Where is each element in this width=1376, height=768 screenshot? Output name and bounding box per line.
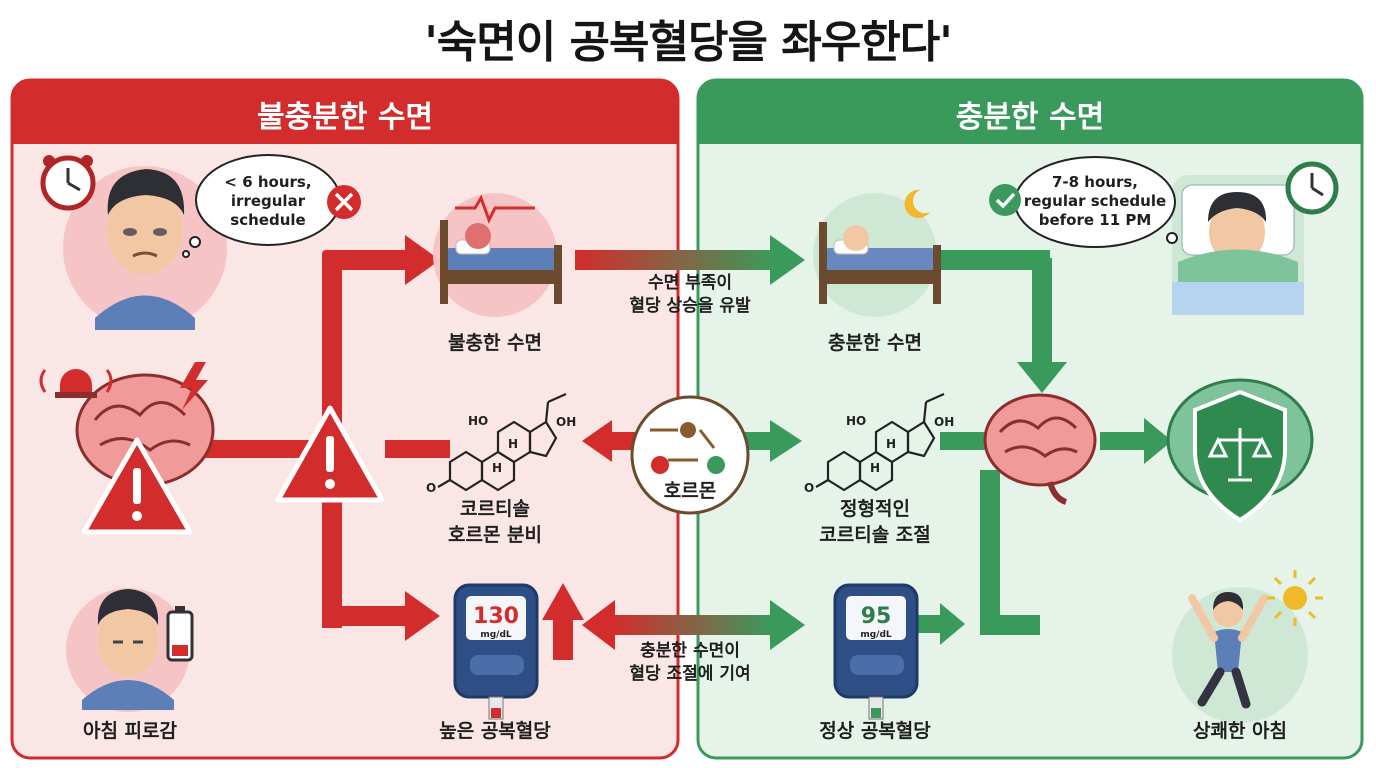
restless-sleep-illustration	[433, 193, 562, 317]
molecule-label-oh: OH	[556, 415, 576, 429]
lightning-icon	[180, 362, 208, 410]
check-mark-icon	[989, 184, 1021, 216]
right-glucose-label: 정상 공복혈당	[819, 720, 931, 742]
middle-arrows	[582, 420, 802, 462]
molecule-label-o: O	[804, 481, 814, 495]
top-arrow-caption: 수면 부족이 혈당 상승을 유발	[629, 273, 751, 316]
cortisol-molecule-icon	[815, 392, 945, 492]
right-glucose-unit: mg/dL	[860, 630, 892, 640]
warning-icon	[81, 437, 193, 535]
glucose-meter-icon	[453, 583, 539, 720]
happy-person-illustration	[1172, 587, 1308, 723]
x-mark-icon	[327, 185, 361, 219]
bottom-arrow-caption: 충분한 수면이 혈당 조절에 기여	[629, 641, 751, 684]
alarm-clock-icon	[1285, 161, 1339, 215]
molecule-label-h: H	[870, 461, 880, 475]
left-glucose-value: 130	[473, 604, 519, 629]
fatigued-person-illustration	[66, 588, 190, 712]
moon-icon	[904, 189, 930, 218]
molecule-label-h: H	[508, 437, 518, 451]
hormone-cycle-icon	[630, 395, 750, 515]
right-sleep-label: 충분한 수면	[827, 332, 922, 354]
left-cortisol-label: 코르티솔 호르몬 분비	[447, 498, 542, 546]
restful-sleep-illustration	[813, 193, 941, 317]
tired-person-illustration	[63, 166, 227, 330]
right-panel-header: 충분한 수면	[955, 100, 1105, 135]
left-sleep-label: 불충한 수면	[447, 332, 542, 354]
left-panel-header: 불충분한 수면	[256, 100, 434, 135]
sun-icon	[1267, 570, 1323, 626]
right-bubble-text: 7-8 hours, regular schedule before 11 PM	[1023, 173, 1167, 229]
fatigue-label: 아침 피로감	[82, 720, 177, 742]
cortisol-molecule-icon	[437, 392, 567, 492]
left-glucose-unit: mg/dL	[480, 630, 512, 640]
shield-scale-icon	[1166, 378, 1314, 523]
molecule-label-ho: HO	[468, 414, 488, 428]
low-battery-icon	[166, 606, 194, 662]
right-arrows	[915, 250, 1172, 645]
molecule-label-h: H	[886, 437, 896, 451]
molecule-label-ho: HO	[846, 414, 866, 428]
glucose-meter-icon	[833, 583, 919, 720]
bottom-arrow	[582, 600, 805, 650]
refreshed-morning-label: 상쾌한 아침	[1192, 720, 1287, 742]
left-bubble-text: < 6 hours, irregular schedule	[224, 173, 312, 229]
warning-icon	[275, 405, 385, 503]
molecule-label-o: O	[426, 481, 436, 495]
brain-icon	[983, 393, 1097, 505]
molecule-label-h: H	[492, 461, 502, 475]
left-thought-bubble	[182, 154, 341, 258]
right-glucose-value: 95	[861, 604, 892, 629]
hormone-label: 호르몬	[663, 480, 717, 502]
rested-person-illustration	[1172, 175, 1304, 315]
top-arrow	[575, 235, 805, 285]
page-title: '숙면이 공복혈당을 좌우한다'	[424, 17, 952, 68]
molecule-label-oh: OH	[934, 415, 954, 429]
left-glucose-label: 높은 공복혈당	[439, 720, 551, 742]
alarm-clock-icon	[40, 155, 96, 211]
siren-icon	[39, 369, 113, 398]
right-cortisol-label: 정형적인 코르티솔 조절	[819, 498, 931, 546]
